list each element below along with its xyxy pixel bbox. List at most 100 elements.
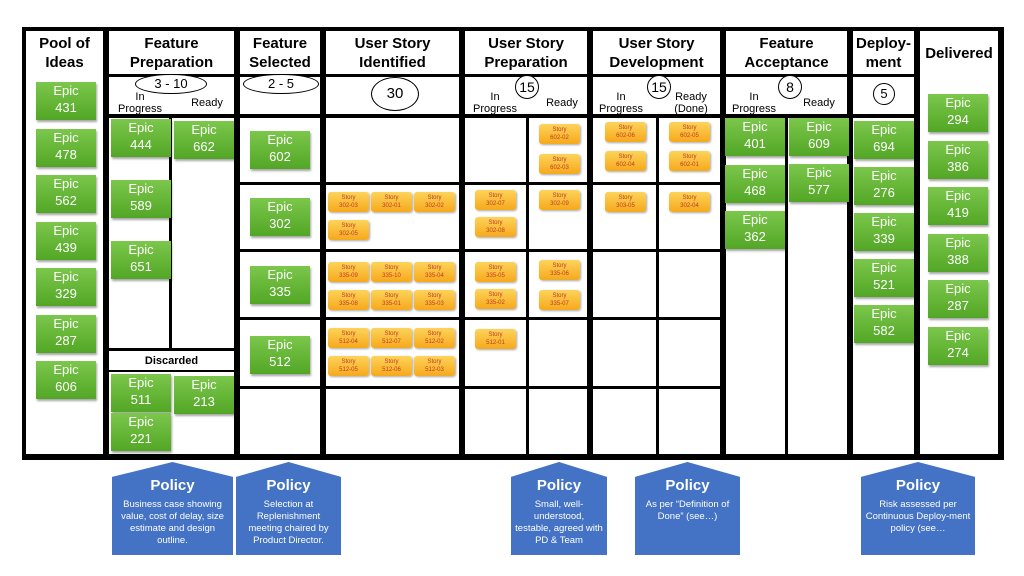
story-prefix: Story [488, 193, 503, 199]
fp-ready-label: Ready [191, 97, 223, 109]
epic-number: 276 [873, 185, 895, 200]
epic-prefix: Epic [53, 83, 79, 98]
story-number: 602-03 [550, 165, 569, 171]
story-number: 302-03 [339, 203, 358, 209]
story-prefix: Story [427, 293, 442, 299]
epic-prefix: Epic [742, 119, 768, 134]
epic-prefix: Epic [128, 181, 154, 196]
epic-number: 512 [269, 354, 291, 369]
policy-body: As per “Definition of Done” (see…) [645, 499, 730, 522]
epic-number: 662 [193, 139, 215, 154]
fp-in-progress-label: In Progress [117, 91, 163, 115]
epic-prefix: Epic [53, 269, 79, 284]
dev-in-progress-row-cell [593, 320, 656, 386]
epic-prefix: Epic [945, 281, 971, 296]
story-number: 512-06 [382, 367, 401, 373]
story-number: 602-01 [680, 162, 699, 168]
story-number: 302-09 [550, 201, 569, 207]
epic-prefix: Epic [267, 199, 293, 214]
story-number: 512-02 [425, 339, 444, 345]
wip-limit-user-story-dev: 15 [647, 75, 671, 99]
story-number: 512-05 [339, 367, 358, 373]
epic-prefix: Epic [128, 120, 154, 135]
column-header-cell [326, 31, 459, 74]
dev-ready-row-cell [659, 389, 720, 454]
story-number: 512-04 [339, 339, 358, 345]
policy-title: Policy [895, 477, 941, 494]
epic-prefix: Epic [53, 129, 79, 145]
policy-body: Small, well-understood, testable, agreed… [515, 499, 603, 546]
prep-in-progress-label: In Progress [472, 91, 518, 115]
policy-body: Risk assessed per Continuous Deploy-ment… [865, 499, 971, 534]
policy-title: Policy [665, 477, 710, 494]
